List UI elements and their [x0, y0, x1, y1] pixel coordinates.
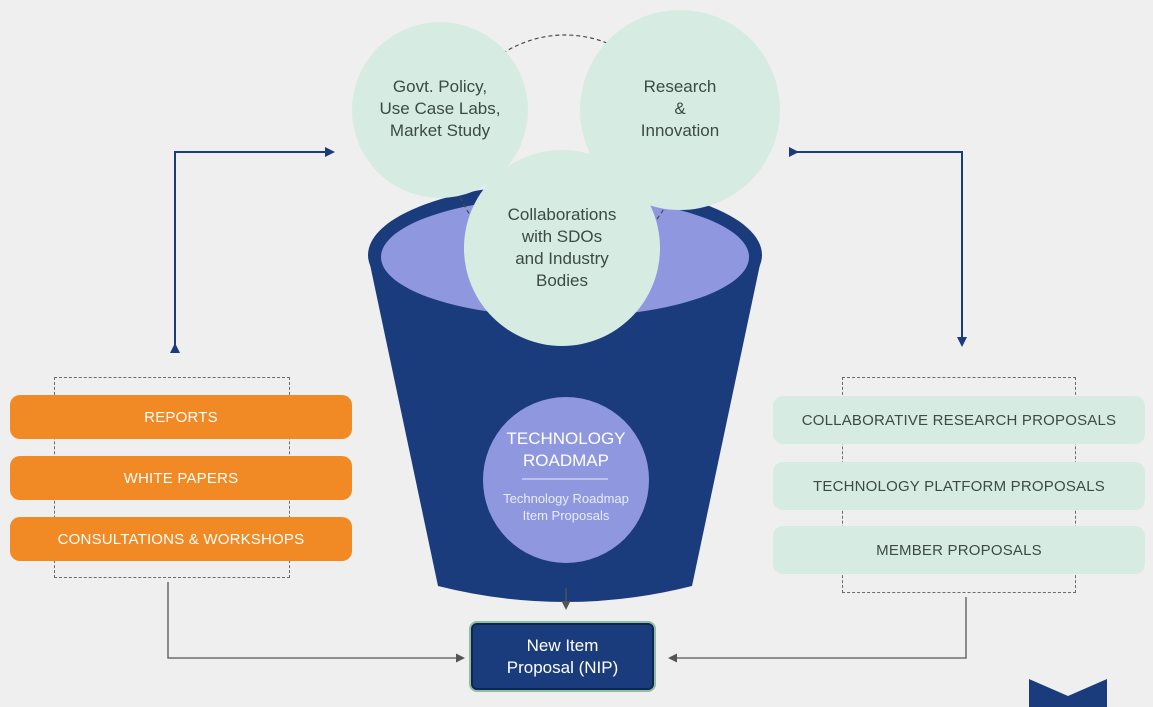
right-item-technology-platform: TECHNOLOGY PLATFORM PROPOSALS: [773, 462, 1145, 510]
connector-right-top: [789, 147, 967, 347]
nip-box: New Item Proposal (NIP): [471, 623, 654, 690]
left-item-white-papers: WHITE PAPERS: [10, 456, 352, 500]
connector-right-bottom: [668, 597, 967, 663]
circle-govt: [352, 22, 528, 198]
circle-collab: [464, 150, 660, 346]
circle-govt-label: Govt. Policy, Use Case Labs, Market Stud…: [379, 77, 501, 140]
roadmap-subtitle: Technology Roadmap Item Proposals: [503, 491, 629, 523]
right-item-collaborative-research: COLLABORATIVE RESEARCH PROPOSALS: [773, 396, 1145, 444]
circle-research-label: Research & Innovation: [640, 77, 720, 140]
circle-roadmap: [483, 397, 649, 563]
circle-research: [580, 10, 780, 210]
left-item-reports: REPORTS: [10, 395, 352, 439]
right-item-member-proposals: MEMBER PROPOSALS: [773, 526, 1145, 574]
circle-collab-label: Collaborations with SDOs and Industry Bo…: [507, 205, 617, 290]
connector-left-top: [170, 147, 335, 353]
chevron-logo: [1029, 679, 1107, 707]
connector-left-bottom: [167, 582, 465, 663]
roadmap-title: TECHNOLOGY ROADMAP: [506, 429, 626, 470]
left-item-consultations: CONSULTATIONS & WORKSHOPS: [10, 517, 352, 561]
